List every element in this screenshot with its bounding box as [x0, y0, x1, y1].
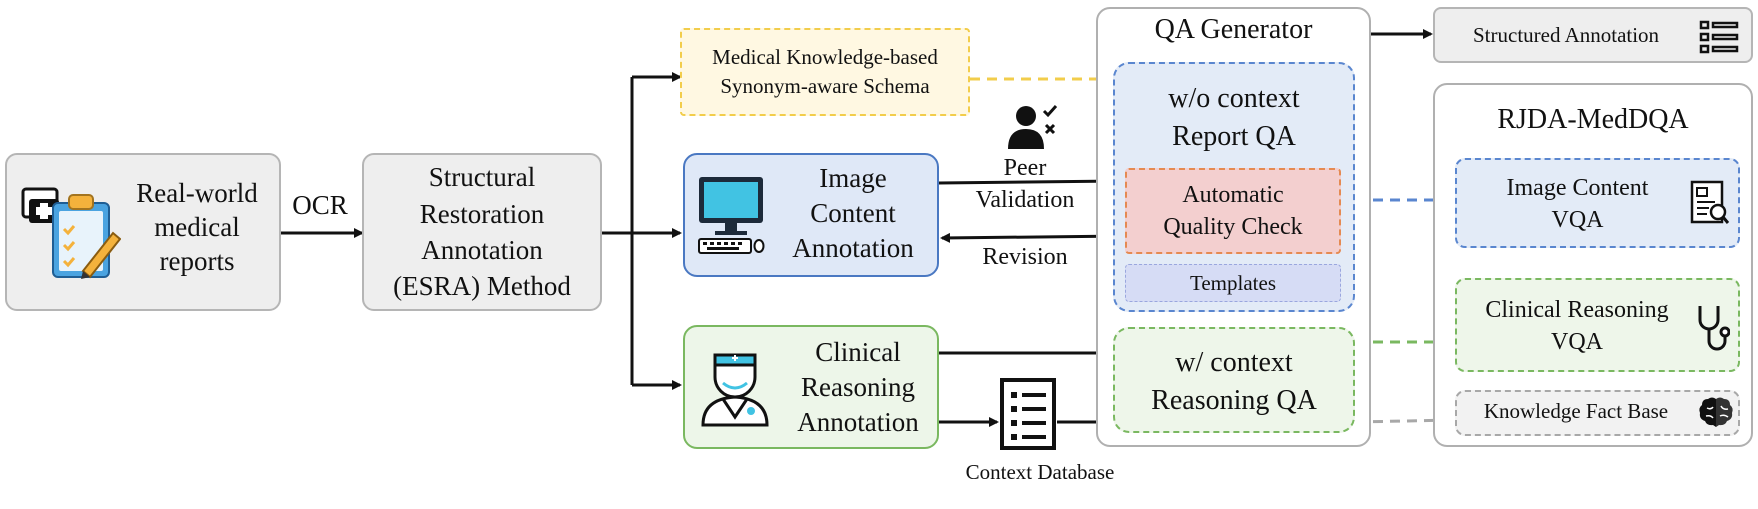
clinical-reasoning-vqa-box: [1455, 278, 1740, 372]
templates-label: Templates: [1190, 270, 1276, 295]
real-world-reports-box: Real-world medical reports: [5, 153, 281, 311]
ocr-label: OCR: [292, 190, 348, 220]
w-context-reasoning-qa-box: [1113, 327, 1355, 433]
real-world-reports-label: Real-world medical reports: [136, 178, 258, 276]
structured-annotation-box: Structured Annotation: [1433, 7, 1753, 63]
structured-annotation-label: Structured Annotation: [1473, 22, 1660, 47]
w-context-reasoning-qa-label: w/ context Reasoning QA: [1151, 347, 1317, 416]
document-search-icon: [1690, 180, 1730, 231]
rjda-meddqa-panel: [1433, 83, 1753, 447]
synonym-schema-label: Medical Knowledge-based Synonym-aware Sc…: [712, 44, 938, 98]
peer-validation-label: Peer Validation: [975, 155, 1075, 214]
knowledge-fact-base-label: Knowledge Fact Base: [1483, 399, 1669, 423]
brain-icon: [1698, 396, 1734, 433]
esra-method-box: Structural Restoration Annotation (ESRA)…: [362, 153, 602, 311]
rjda-meddqa-title: RJDA-MedDQA: [1497, 104, 1689, 135]
knowledge-fact-base-box: [1455, 390, 1740, 436]
context-database-label: Context Database: [965, 460, 1115, 484]
revision-label: Revision: [982, 244, 1068, 270]
reviewer-icon: [1006, 103, 1060, 156]
clinical-reasoning-annotation-label: Clinical Reasoning Annotation: [797, 337, 919, 438]
clipboard-report-icon: [21, 185, 122, 286]
esra-method-label: Structural Restoration Annotation (ESRA)…: [393, 162, 571, 302]
arrow-revision: [940, 232, 1126, 243]
computer-icon: [697, 175, 765, 260]
wo-context-report-qa-label: w/o context Report QA: [1168, 83, 1300, 152]
clinical-reasoning-annotation-box: Clinical Reasoning Annotation: [683, 325, 939, 449]
stethoscope-icon: [1694, 304, 1731, 361]
qa-generator-title: QA Generator: [1154, 14, 1313, 45]
checklist-icon: [1000, 378, 1056, 455]
templates-box: Templates: [1125, 264, 1341, 302]
synonym-schema-box: Medical Knowledge-based Synonym-aware Sc…: [680, 28, 970, 116]
automatic-quality-check-box: Automatic Quality Check: [1125, 168, 1341, 254]
clinical-reasoning-vqa-label: Clinical Reasoning VQA: [1485, 297, 1669, 356]
automatic-quality-check-label: Automatic Quality Check: [1163, 181, 1303, 240]
arrow-peer-validation: [938, 176, 1122, 187]
image-content-vqa-label: Image Content VQA: [1506, 175, 1649, 234]
doctor-icon: [699, 351, 771, 432]
image-content-annotation-label: Image Content Annotation: [792, 163, 914, 264]
list-icon: [1699, 19, 1739, 60]
image-content-annotation-box: Image Content Annotation: [683, 153, 939, 277]
